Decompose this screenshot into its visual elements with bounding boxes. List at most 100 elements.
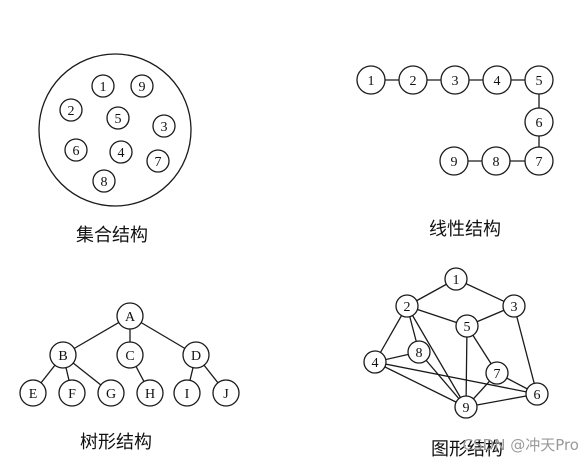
linear-node-label: 3	[452, 74, 459, 89]
linear-node-label: 2	[410, 74, 417, 89]
tree-node: D	[182, 341, 210, 369]
tree-node: F	[58, 379, 86, 407]
set-node-circle	[130, 74, 154, 98]
set-node: 8	[92, 169, 116, 193]
linear-node: 4	[482, 65, 512, 95]
linear-node: 9	[439, 146, 469, 176]
graph-edge	[465, 393, 538, 408]
graph-node: 7	[485, 361, 509, 385]
set-node: 9	[130, 74, 154, 98]
set-node-label: 3	[161, 120, 168, 135]
graph-node-circle	[485, 361, 509, 385]
graph-edge	[465, 325, 468, 408]
set-node-circle	[91, 74, 115, 98]
set-node-circle	[146, 149, 170, 173]
graph-node-circle	[525, 382, 549, 406]
graph-node-circle	[502, 294, 526, 318]
graph-node: 1	[444, 267, 468, 291]
graph-edge	[406, 305, 467, 408]
graph-node: 3	[502, 294, 526, 318]
linear-node: 1	[356, 65, 386, 95]
graph-node: 9	[454, 395, 478, 419]
graph-node-circle	[444, 267, 468, 291]
graph-node-label: 6	[534, 388, 541, 403]
linear-node-circle	[439, 146, 469, 176]
linear-node-circle	[398, 65, 428, 95]
tree-node-label: C	[125, 349, 134, 364]
tree-node-label: J	[223, 387, 229, 402]
linear-node-circle	[524, 65, 554, 95]
graph-node-label: 4	[372, 356, 379, 371]
tree-node-circle	[173, 379, 201, 407]
tree-node: E	[19, 379, 47, 407]
set-structure-caption: 集合结构	[76, 225, 148, 246]
linear-node-circle	[356, 65, 386, 95]
tree-node-circle	[116, 302, 144, 330]
tree-node-label: A	[125, 310, 136, 325]
set-node: 5	[106, 106, 130, 130]
graph-node: 2	[395, 294, 419, 318]
tree-structure-caption: 树形结构	[80, 432, 152, 453]
graph-structure-caption: 图形结构	[431, 439, 503, 460]
tree-node-circle	[182, 341, 210, 369]
set-node: 4	[109, 140, 133, 164]
graph-edge	[418, 351, 467, 408]
graph-structure-panel: 1 2 3 4 5 6 7 8 9 图形结构	[363, 267, 549, 460]
linear-node: 8	[481, 146, 511, 176]
linear-structure-caption: 线性结构	[429, 219, 501, 240]
set-node-circle	[109, 140, 133, 164]
graph-node-label: 3	[511, 300, 518, 315]
tree-node-label: E	[29, 387, 38, 402]
watermark-text: CSDN @冲天Pro	[463, 436, 579, 454]
linear-node-label: 5	[536, 74, 543, 89]
tree-node-circle	[136, 379, 164, 407]
linear-node: 6	[524, 107, 554, 137]
set-node: 6	[64, 138, 88, 162]
linear-node-circle	[482, 65, 512, 95]
tree-node-label: G	[106, 387, 116, 402]
tree-node-label: F	[68, 387, 76, 402]
set-node-circle	[64, 138, 88, 162]
tree-node: G	[97, 379, 125, 407]
graph-node-circle	[454, 395, 478, 419]
graph-node-label: 8	[416, 346, 423, 361]
linear-node: 3	[440, 65, 470, 95]
set-node-circle	[92, 169, 116, 193]
set-node-circle	[106, 106, 130, 130]
set-node: 3	[152, 114, 176, 138]
graph-node-circle	[363, 350, 387, 374]
tree-node-circle	[116, 341, 144, 369]
linear-node-label: 1	[368, 74, 375, 89]
tree-node: J	[212, 379, 240, 407]
graph-node: 5	[455, 314, 479, 338]
tree-node-label: D	[191, 349, 201, 364]
tree-node: A	[116, 302, 144, 330]
linear-node: 5	[524, 65, 554, 95]
tree-node: C	[116, 341, 144, 369]
set-node-label: 4	[118, 146, 125, 161]
set-node: 7	[146, 149, 170, 173]
graph-nodes: 1 2 3 4 5 6 7 8 9	[363, 267, 549, 419]
set-node-label: 7	[155, 155, 162, 170]
tree-node-label: H	[145, 387, 155, 402]
tree-node-circle	[49, 341, 77, 369]
tree-node-circle	[58, 379, 86, 407]
set-node-label: 2	[68, 104, 75, 119]
set-node-label: 9	[139, 80, 146, 95]
linear-node: 2	[398, 65, 428, 95]
set-node-label: 5	[115, 112, 122, 127]
graph-edge	[374, 361, 538, 395]
graph-node-label: 9	[463, 401, 470, 416]
set-node: 2	[59, 98, 83, 122]
linear-node-circle	[524, 146, 554, 176]
graph-node: 8	[407, 340, 431, 364]
tree-node-label: B	[58, 349, 67, 364]
graph-node-label: 2	[404, 300, 411, 315]
